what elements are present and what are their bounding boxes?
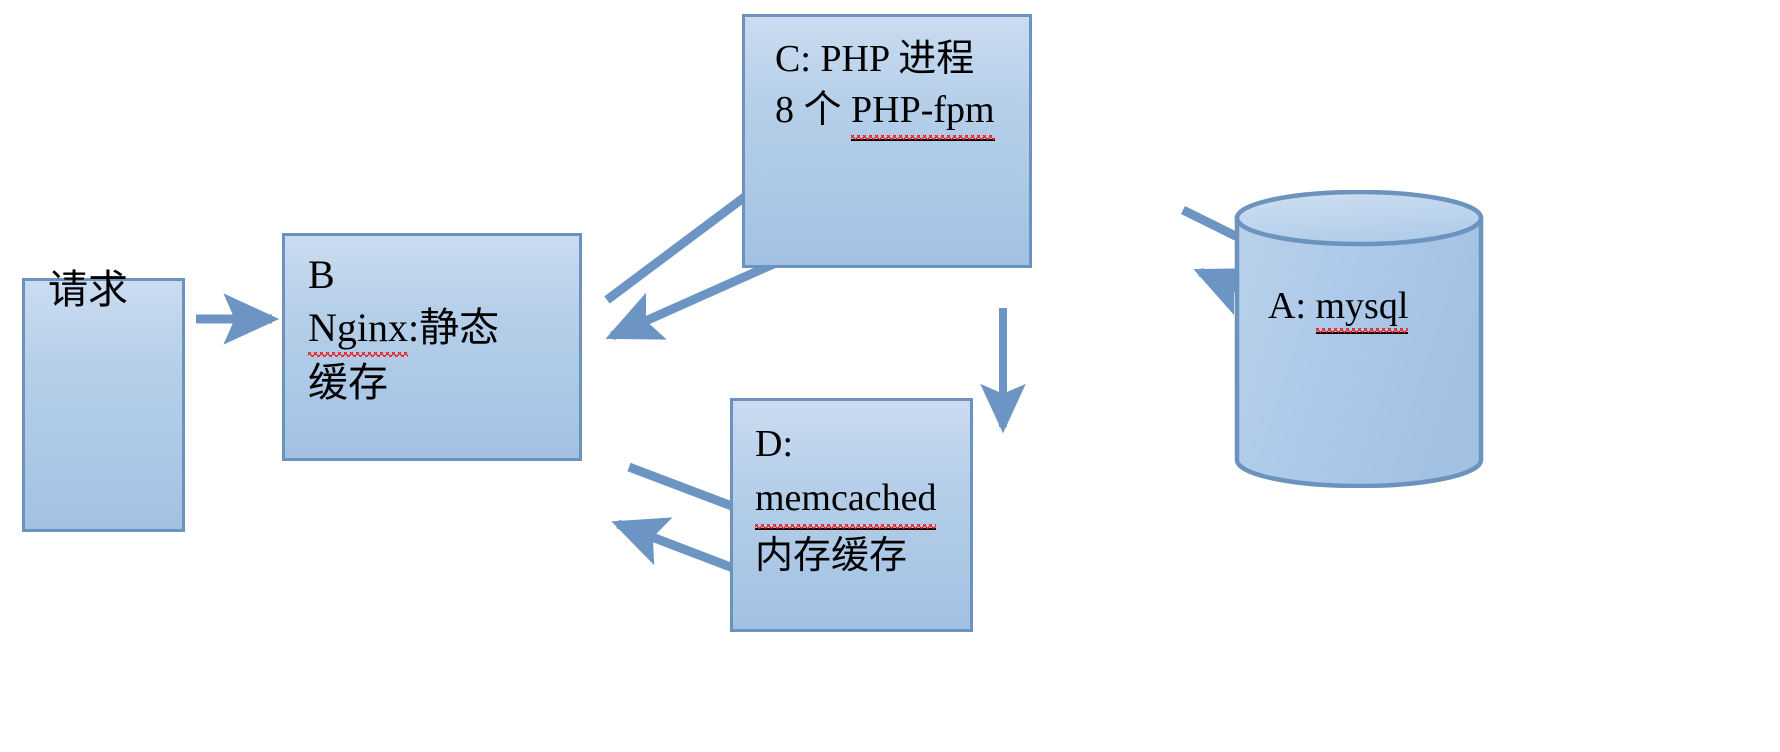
- memcached-line-3: 内存缓存: [755, 534, 908, 577]
- php-process-box[interactable]: [742, 14, 1032, 268]
- spellcheck-memcached: memcached: [755, 472, 937, 530]
- nginx-line-2-rest: :静态: [408, 305, 500, 351]
- mysql-prefix: A:: [1268, 285, 1316, 327]
- mysql-cylinder-label: A: mysql: [1268, 284, 1409, 334]
- php-line-1: C: PHP 进程: [775, 38, 975, 80]
- php-process-box-label: C: PHP 进程 8 个 PHP-fpm: [775, 34, 1055, 141]
- memcached-line-2: memcached: [755, 472, 995, 530]
- spellcheck-nginx: Nginx: [308, 301, 408, 358]
- mysql-cylinder[interactable]: [1234, 189, 1484, 489]
- memcached-box-label: D: memcached 内存缓存: [755, 418, 995, 584]
- request-box[interactable]: [22, 278, 185, 532]
- php-count: 8 个: [775, 89, 852, 132]
- memcached-line-1: D:: [755, 423, 793, 465]
- php-line-2: 8 个 PHP-fpm: [775, 85, 1055, 141]
- spellcheck-mysql: mysql: [1315, 284, 1409, 334]
- request-box-label: 请求: [48, 267, 128, 312]
- nginx-line-2: Nginx:静态: [308, 301, 578, 358]
- cylinder-shape: [1234, 189, 1484, 489]
- spellcheck-php-fpm: PHP-fpm: [851, 85, 995, 141]
- memcached-box[interactable]: [730, 398, 973, 632]
- nginx-box-label: B Nginx:静态 缓存: [308, 248, 578, 410]
- nginx-box[interactable]: [282, 233, 582, 461]
- nginx-line-1: B: [308, 252, 335, 297]
- nginx-line-3: 缓存: [308, 360, 388, 406]
